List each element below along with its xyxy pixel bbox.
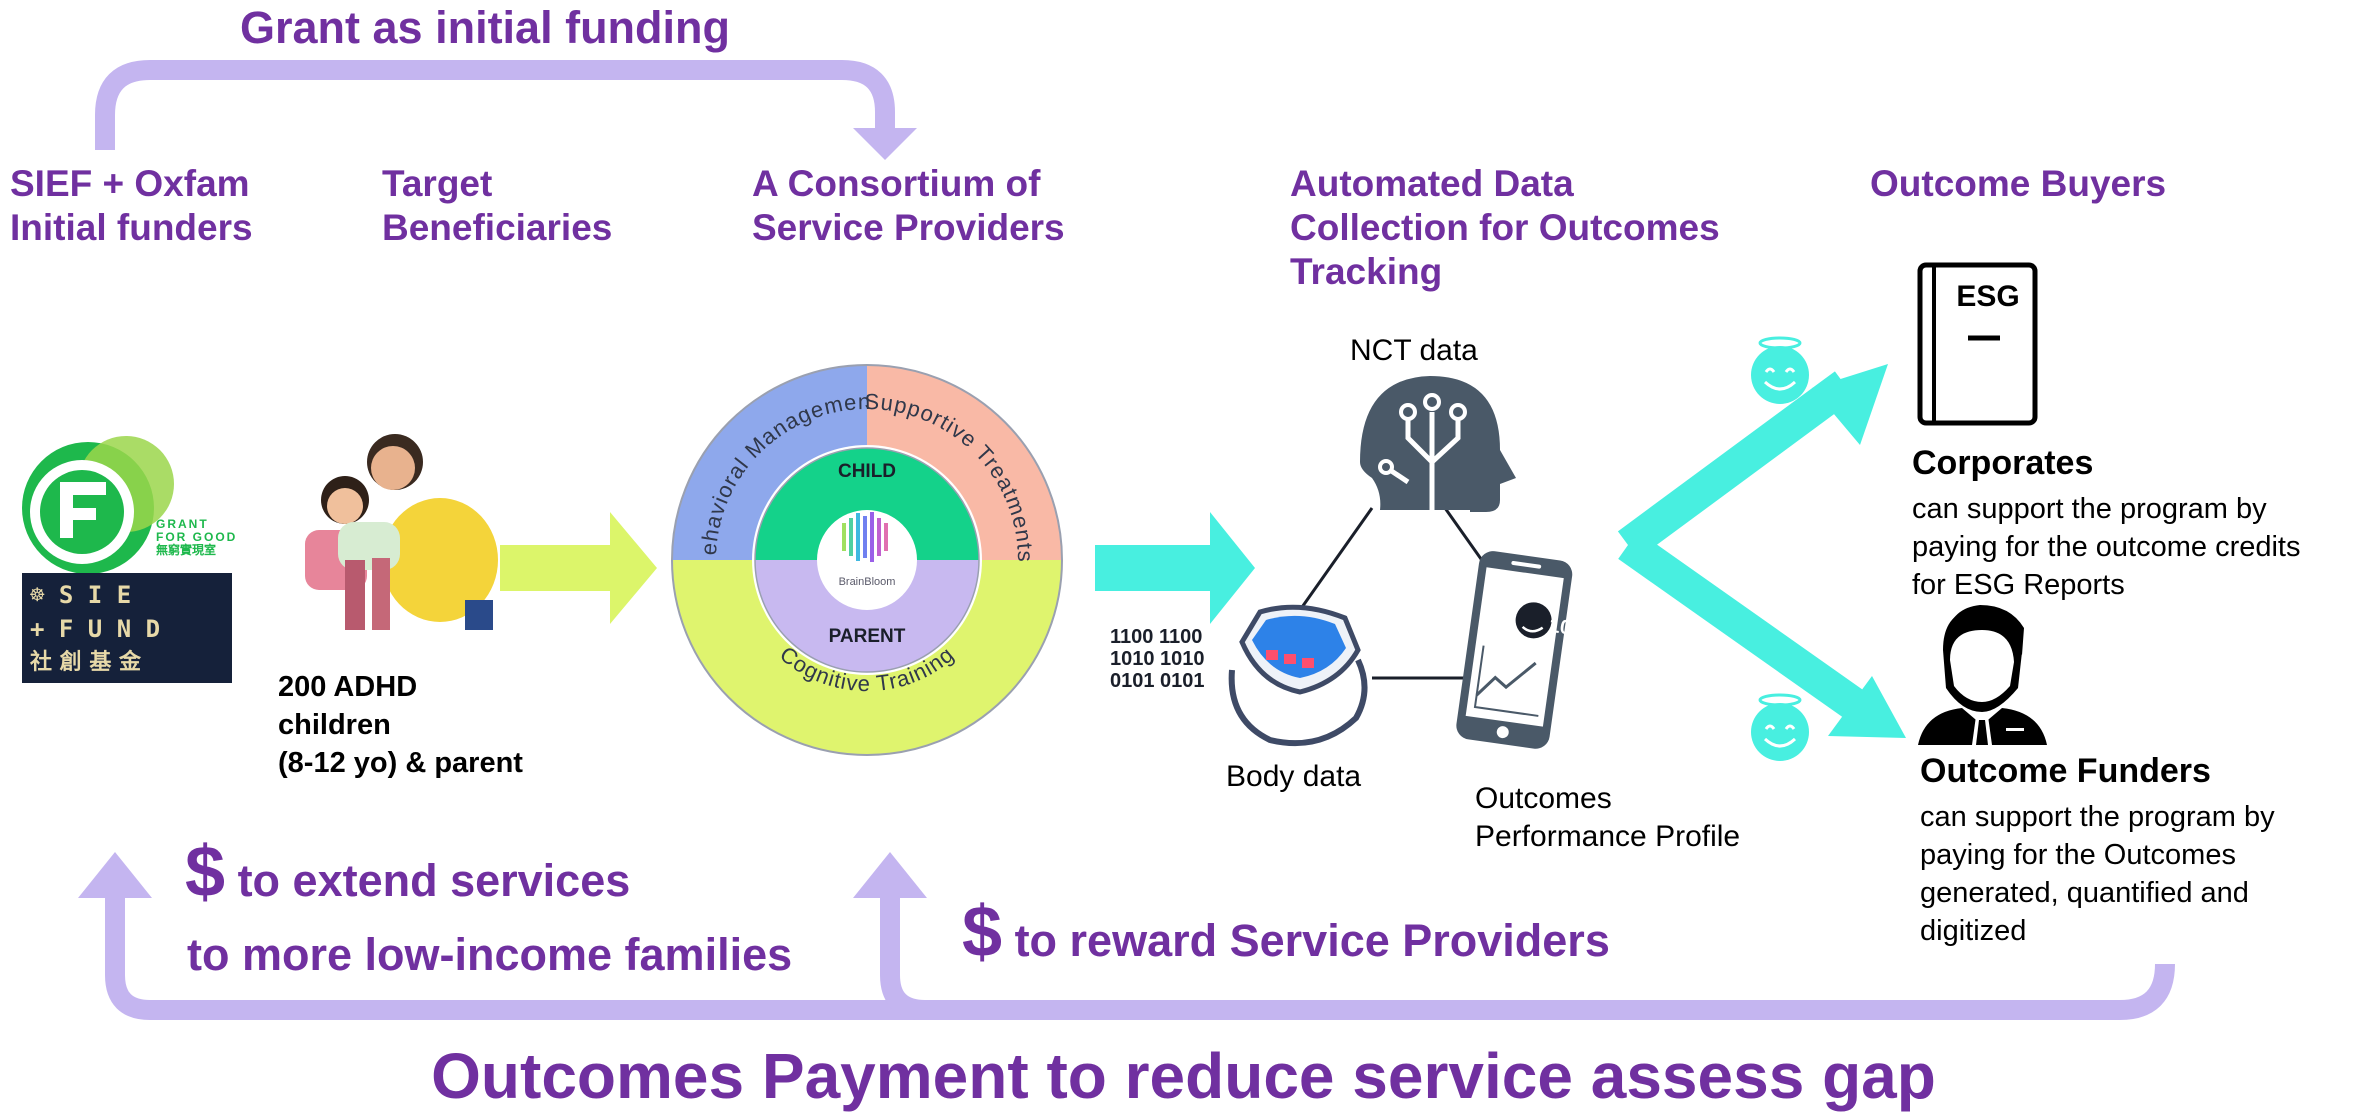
sie-brain-icon: ☸ xyxy=(30,581,59,609)
sie-fund-logo xyxy=(22,573,232,683)
header-data-collection: Automated Data Collection for Outcomes T… xyxy=(1290,163,1720,292)
grant-for-good-text: GRANT FOR GOOD 無窮實現室 xyxy=(156,518,237,557)
cyan-arrow xyxy=(1095,512,1255,624)
grant-for-good-logo xyxy=(22,436,174,574)
corporates-description: can support the program by paying for th… xyxy=(1912,493,2301,601)
grant-arrow xyxy=(95,60,917,160)
binary-line: 0101 0101 xyxy=(1110,670,1205,692)
extend-services-line2: to more low-income families xyxy=(187,929,793,980)
extend-line1: to extend services xyxy=(237,855,631,906)
payment-arrows xyxy=(78,852,2175,1020)
sie-plus-icon: + xyxy=(30,615,59,643)
service-wheel xyxy=(671,364,1063,756)
businessman-icon xyxy=(1918,605,2047,745)
sie-fund-text: ☸ S I E + F U N D 社 創 基 金 xyxy=(30,578,230,680)
corporates-title: Corporates xyxy=(1912,444,2094,482)
extend-services-label: $ to extend services xyxy=(185,836,631,908)
binary-line: 1010 1010 xyxy=(1110,648,1205,670)
family-photo xyxy=(305,434,498,630)
gfg-line2: FOR GOOD xyxy=(156,530,238,544)
header-consortium: A Consortium of Service Providers xyxy=(752,163,1065,248)
gfg-line1: GRANT xyxy=(156,517,209,531)
buyer-arrows xyxy=(1617,364,1906,738)
sie-fund-row1: S I E xyxy=(58,581,132,609)
smartwatch-icon xyxy=(1228,604,1368,747)
dollar-icon: $ xyxy=(962,892,1003,972)
header-initial-funders: SIEF + Oxfam Initial funders xyxy=(10,163,253,248)
dollar-icon: $ xyxy=(185,832,226,912)
outcome-funders-description: can support the program by paying for th… xyxy=(1920,801,2275,947)
beneficiaries-description: 200 ADHD children (8-12 yo) & parent xyxy=(278,671,523,779)
reward-text: to reward Service Providers xyxy=(1014,915,1610,966)
wheel-cognitive-training: Cognitive Training xyxy=(775,641,958,696)
esg-book-label: ESG xyxy=(1956,280,2019,313)
reward-providers-label: $ to reward Service Providers xyxy=(962,896,1610,968)
svg-text:Cognitive Training: Cognitive Training xyxy=(775,641,959,696)
wheel-behavioral-management: Behavioral Management xyxy=(0,0,870,556)
header-target-beneficiaries: Target Beneficiaries xyxy=(382,163,613,248)
wheel-parent: PARENT xyxy=(829,626,906,647)
wheel-child: CHILD xyxy=(838,461,896,482)
grant-arrow-label: Grant as initial funding xyxy=(240,2,731,53)
phone-icon xyxy=(1456,551,1573,749)
outcomes-payment-title: Outcomes Payment to reduce service asses… xyxy=(431,1040,1936,1112)
esg-book-icon xyxy=(1917,262,2038,426)
halo-smiley-icon xyxy=(1751,336,1809,404)
svg-text:Behavioral Management: Behavioral Management xyxy=(0,0,871,556)
body-data-label: Body data xyxy=(1226,760,1362,793)
gfg-line3: 無窮實現室 xyxy=(156,543,217,557)
halo-smiley-icon xyxy=(1751,693,1809,761)
nct-data-label: NCT data xyxy=(1350,334,1478,367)
outcome-funders-title: Outcome Funders xyxy=(1920,752,2211,790)
brain-head-icon xyxy=(1360,376,1516,512)
phone-badge: 10 xyxy=(1547,615,1572,640)
binary-line: 1100 1100 xyxy=(1110,626,1203,648)
sie-fund-row2: F U N D xyxy=(58,615,161,643)
binary-data: 1100 1100 1010 1010 0101 0101 xyxy=(1110,626,1205,692)
sie-fund-row3: 社 創 基 金 xyxy=(30,650,141,675)
lime-arrow xyxy=(500,512,657,624)
wheel-brainbloom: BrainBloom xyxy=(839,576,896,588)
outcomes-profile-label: Outcomes Performance Profile xyxy=(1475,782,1741,853)
header-outcome-buyers: Outcome Buyers xyxy=(1870,163,2167,204)
